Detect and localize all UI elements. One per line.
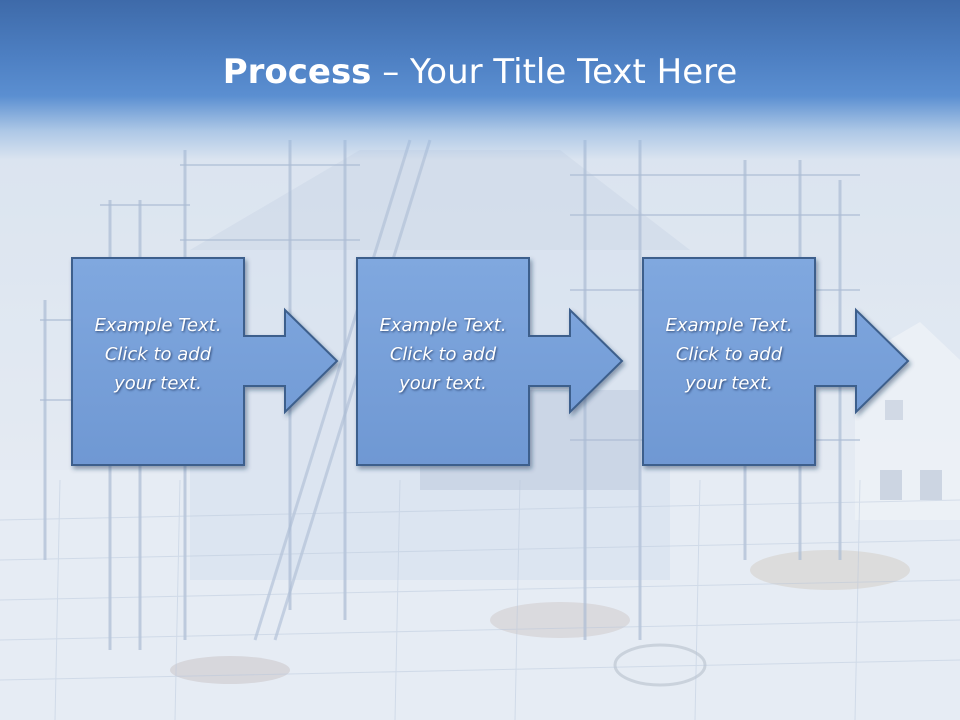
process-step-1[interactable] xyxy=(71,257,339,466)
process-step-3[interactable] xyxy=(642,257,910,466)
slide-title[interactable]: Process – Your Title Text Here xyxy=(0,52,960,92)
step-3-line-1: Example Text. xyxy=(665,315,793,336)
step-1-arrow-shape xyxy=(71,257,339,466)
step-3-line-3: your text. xyxy=(685,373,773,394)
title-bold: Process xyxy=(222,52,372,92)
step-2-line-1: Example Text. xyxy=(379,315,507,336)
process-step-2[interactable] xyxy=(356,257,624,466)
step-1-text[interactable]: Example Text. Click to add your text. xyxy=(72,311,244,398)
title-rest: – Your Title Text Here xyxy=(371,52,738,92)
step-2-text[interactable]: Example Text. Click to add your text. xyxy=(357,311,529,398)
step-1-line-1: Example Text. xyxy=(94,315,222,336)
step-2-line-3: your text. xyxy=(399,373,487,394)
step-2-arrow-shape xyxy=(356,257,624,466)
step-3-line-2: Click to add xyxy=(675,344,783,365)
step-3-arrow-shape xyxy=(642,257,910,466)
step-2-line-2: Click to add xyxy=(389,344,497,365)
step-1-line-3: your text. xyxy=(114,373,202,394)
step-3-text[interactable]: Example Text. Click to add your text. xyxy=(643,311,815,398)
step-1-line-2: Click to add xyxy=(104,344,212,365)
title-bar xyxy=(0,0,960,160)
